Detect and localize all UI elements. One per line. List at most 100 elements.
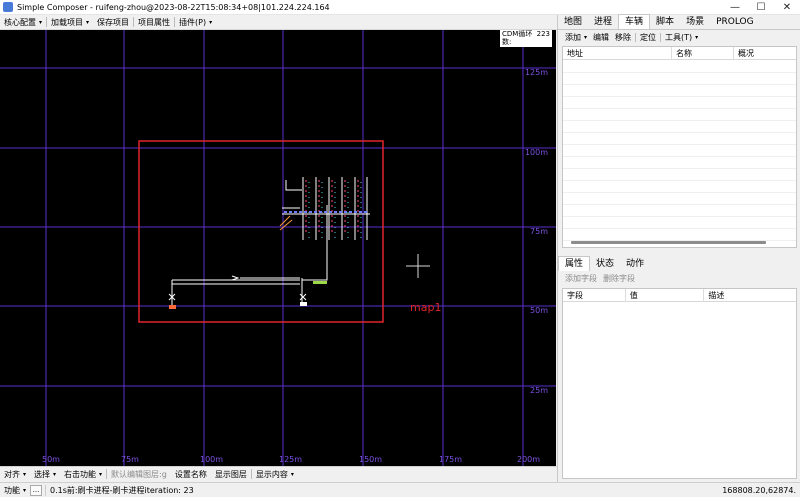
map-toolbar: 对齐 ▾ 选择 ▾ 右击功能 ▾ 默认编辑图层:g 设置名称 显示图层 显示内容… — [0, 466, 557, 481]
align-menu[interactable]: 对齐 ▾ — [0, 469, 30, 480]
delete-field-button[interactable]: 删除字段 — [603, 274, 635, 283]
select-menu[interactable]: 选择 ▾ — [30, 469, 60, 480]
tab-vehicles[interactable]: 车辆 — [618, 14, 651, 29]
field-toolbar: 添加字段 删除字段 — [558, 271, 638, 286]
title-bar: Simple Composer - ruifeng-zhou@2023-08-2… — [0, 0, 800, 15]
column-field[interactable]: 字段 — [563, 289, 626, 302]
add-field-button[interactable]: 添加字段 — [565, 274, 597, 283]
x-tick-label: 125m — [279, 455, 303, 464]
tab-process[interactable]: 进程 — [594, 17, 613, 27]
chevron-down-icon: ▾ — [209, 18, 213, 26]
align-label: 对齐 — [4, 469, 20, 479]
horizontal-scrollbar[interactable] — [571, 241, 766, 244]
cdm-cycle-readout: CDM循环数:223 1 0.0s — [500, 30, 552, 54]
tab-scripts[interactable]: 脚本 — [656, 17, 675, 27]
tab-prolog[interactable]: PROLOG — [716, 17, 754, 27]
x-tick-label: 150m — [359, 455, 383, 464]
bottom-tab-bar: 属性 状态 动作 — [558, 256, 800, 271]
cdm-value: 223 — [536, 30, 550, 38]
toolbar-divider — [660, 33, 662, 42]
cdm-label: CDM循环数: — [502, 30, 533, 46]
add-label: 添加 — [565, 33, 581, 42]
field-table[interactable]: 字段 值 描述 — [562, 288, 797, 479]
y-tick-label: 25m — [530, 386, 548, 395]
function-label: 功能 — [4, 485, 20, 495]
main-menu-bar: 核心配置 ▾ 加载项目 ▾ 保存项目 项目属性 插件(P) ▾ — [0, 15, 557, 30]
plugins-label: 插件(P) — [179, 17, 207, 27]
more-button[interactable]: ... — [30, 484, 43, 496]
show-content-menu[interactable]: 显示内容 ▾ — [252, 469, 298, 480]
map-selection-box[interactable] — [138, 140, 384, 323]
core-config-label: 核心配置 — [4, 17, 36, 27]
cursor-coordinates: 168808.20,62874. — [722, 485, 796, 495]
map-drawing[interactable] — [0, 30, 556, 466]
time-value: 0.0s — [535, 46, 550, 54]
toolbar-divider — [635, 33, 637, 42]
load-project-label: 加载项目 — [51, 17, 84, 27]
vehicle-table[interactable]: 地址 名称 概况 — [562, 46, 797, 248]
time-index: 1 — [502, 46, 507, 54]
tab-properties[interactable]: 属性 — [558, 256, 591, 271]
y-tick-label: 50m — [530, 306, 548, 315]
chevron-down-icon: ▾ — [23, 470, 27, 478]
select-label: 选择 — [34, 469, 51, 479]
add-vehicle-menu[interactable]: 添加 ▾ — [562, 32, 590, 43]
core-config-menu[interactable]: 核心配置 ▾ — [0, 17, 46, 28]
field-table-header: 字段 值 描述 — [563, 289, 796, 302]
app-icon — [3, 2, 13, 12]
menu-divider — [133, 17, 135, 27]
menu-divider — [46, 17, 48, 27]
chevron-down-icon: ▾ — [53, 470, 57, 478]
chevron-down-icon: ▾ — [290, 470, 294, 478]
menu-divider — [174, 17, 176, 27]
project-props-button[interactable]: 项目属性 — [138, 17, 171, 27]
vehicle-table-body — [563, 61, 796, 247]
column-address[interactable]: 地址 — [563, 47, 672, 60]
tab-scenes[interactable]: 场景 — [686, 17, 705, 27]
edit-vehicle-button[interactable]: 编辑 — [593, 33, 610, 42]
toolbar-divider — [106, 469, 108, 479]
tab-actions[interactable]: 动作 — [626, 259, 645, 269]
function-menu[interactable]: 功能 ▾ — [0, 485, 30, 496]
y-tick-label: 75m — [530, 227, 548, 236]
y-tick-label: 125m — [524, 68, 548, 77]
crosshair-icon — [406, 254, 430, 278]
window-title: Simple Composer - ruifeng-zhou@2023-08-2… — [17, 2, 330, 12]
chevron-down-icon: ▾ — [99, 470, 103, 478]
save-project-button[interactable]: 保存项目 — [97, 17, 130, 27]
show-layer-button[interactable]: 显示图层 — [214, 469, 247, 479]
chevron-down-icon: ▾ — [695, 34, 699, 41]
right-click-menu[interactable]: 右击功能 ▾ — [60, 469, 106, 480]
status-bar: 功能 ▾ ... 0.1s前:刷卡进程-刷卡进程iteration: 23 16… — [0, 482, 800, 497]
chevron-down-icon: ▾ — [86, 18, 90, 26]
show-content-label: 显示内容 — [255, 469, 288, 479]
map-canvas[interactable]: CDM循环数:223 1 0.0s 125m 100m 75m 50m 25m 5… — [0, 30, 556, 466]
chevron-down-icon: ▾ — [23, 486, 27, 494]
load-project-menu[interactable]: 加载项目 ▾ — [47, 17, 93, 28]
tab-status[interactable]: 状态 — [596, 259, 615, 269]
column-name[interactable]: 名称 — [672, 47, 734, 60]
set-name-button[interactable]: 设置名称 — [174, 469, 207, 479]
minimize-button[interactable]: — — [730, 1, 740, 13]
locate-vehicle-button[interactable]: 定位 — [640, 33, 657, 42]
column-overview[interactable]: 概况 — [738, 48, 754, 58]
vehicle-table-header: 地址 名称 概况 — [563, 47, 796, 60]
status-message: 0.1s前:刷卡进程-刷卡进程iteration: 23 — [45, 484, 722, 496]
tab-map[interactable]: 地图 — [564, 17, 583, 27]
map-name-label[interactable]: map1 — [410, 301, 442, 314]
close-button[interactable]: ✕ — [782, 1, 792, 13]
plugins-menu[interactable]: 插件(P) ▾ — [175, 17, 216, 28]
grid-lines — [0, 30, 556, 466]
tools-menu[interactable]: 工具(T) ▾ — [662, 32, 701, 43]
vehicle-toolbar: 添加 ▾ 编辑 移除 定位 工具(T) ▾ — [558, 30, 800, 45]
x-tick-label: 200m — [517, 455, 541, 464]
y-tick-label: 100m — [524, 148, 548, 157]
column-description[interactable]: 描述 — [708, 290, 725, 300]
maximize-button[interactable]: ☐ — [756, 1, 766, 13]
remove-vehicle-button[interactable]: 移除 — [615, 33, 632, 42]
toolbar-divider — [250, 469, 252, 479]
column-value[interactable]: 值 — [626, 289, 705, 302]
x-tick-label: 50m — [42, 455, 60, 464]
track-layout[interactable] — [168, 177, 370, 309]
